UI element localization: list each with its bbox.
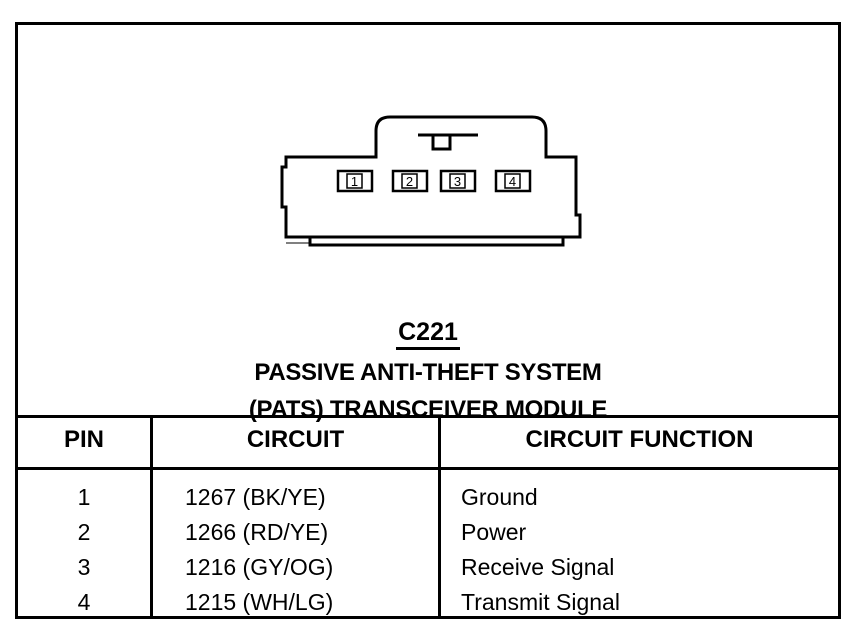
pin-cavity-2: 2: [391, 169, 429, 193]
cell-pin: 4: [77, 589, 91, 615]
pin-label: 1: [351, 174, 358, 189]
connector-body: [280, 115, 582, 239]
cell-circuit: 1215 (WH/LG): [185, 589, 334, 615]
cell-pin: 1: [77, 484, 91, 510]
title-line-2: (PATS) TRANSCEIVER MODULE: [248, 396, 608, 423]
pin-table: PIN CIRCUIT CIRCUIT FUNCTION 1 1267 (BK/Y…: [18, 415, 838, 616]
connector-drawing: 1 2 3 4: [280, 115, 582, 247]
pin-label: 2: [406, 174, 413, 189]
header-pin: PIN: [63, 426, 104, 453]
connector-title-block: C221 PASSIVE ANTI-THEFT SYSTEM (PATS) TR…: [18, 317, 838, 428]
header-divider: [18, 467, 838, 470]
diagram-frame: 1 2 3 4 C221 PASSIVE ANTI-THEFT SYSTEM (PAT…: [15, 22, 841, 619]
pin-cavity-4: 4: [494, 169, 532, 193]
pin-cavity-1: 1: [336, 169, 374, 193]
cell-pin: 2: [77, 519, 91, 545]
connector-id: C221: [396, 317, 460, 350]
header-circuit: CIRCUIT: [246, 426, 345, 453]
cell-circuit: 1266 (RD/YE): [185, 519, 329, 545]
pin-label: 3: [454, 174, 461, 189]
cell-function: Receive Signal: [461, 554, 615, 580]
pin-cavity-3: 3: [439, 169, 477, 193]
cell-circuit: 1267 (BK/YE): [185, 484, 326, 510]
column-divider: [438, 418, 441, 616]
connector-base: [308, 237, 565, 247]
cell-function: Ground: [461, 484, 538, 510]
title-line-1: PASSIVE ANTI-THEFT SYSTEM: [254, 359, 602, 386]
cell-function: Transmit Signal: [461, 589, 620, 615]
cell-circuit: 1216 (GY/OG): [185, 554, 334, 580]
column-divider: [150, 418, 153, 616]
cell-pin: 3: [77, 554, 91, 580]
header-circuit-function: CIRCUIT FUNCTION: [525, 426, 754, 453]
cell-function: Power: [461, 519, 527, 545]
connector-latch: [418, 133, 478, 151]
pin-label: 4: [509, 174, 516, 189]
